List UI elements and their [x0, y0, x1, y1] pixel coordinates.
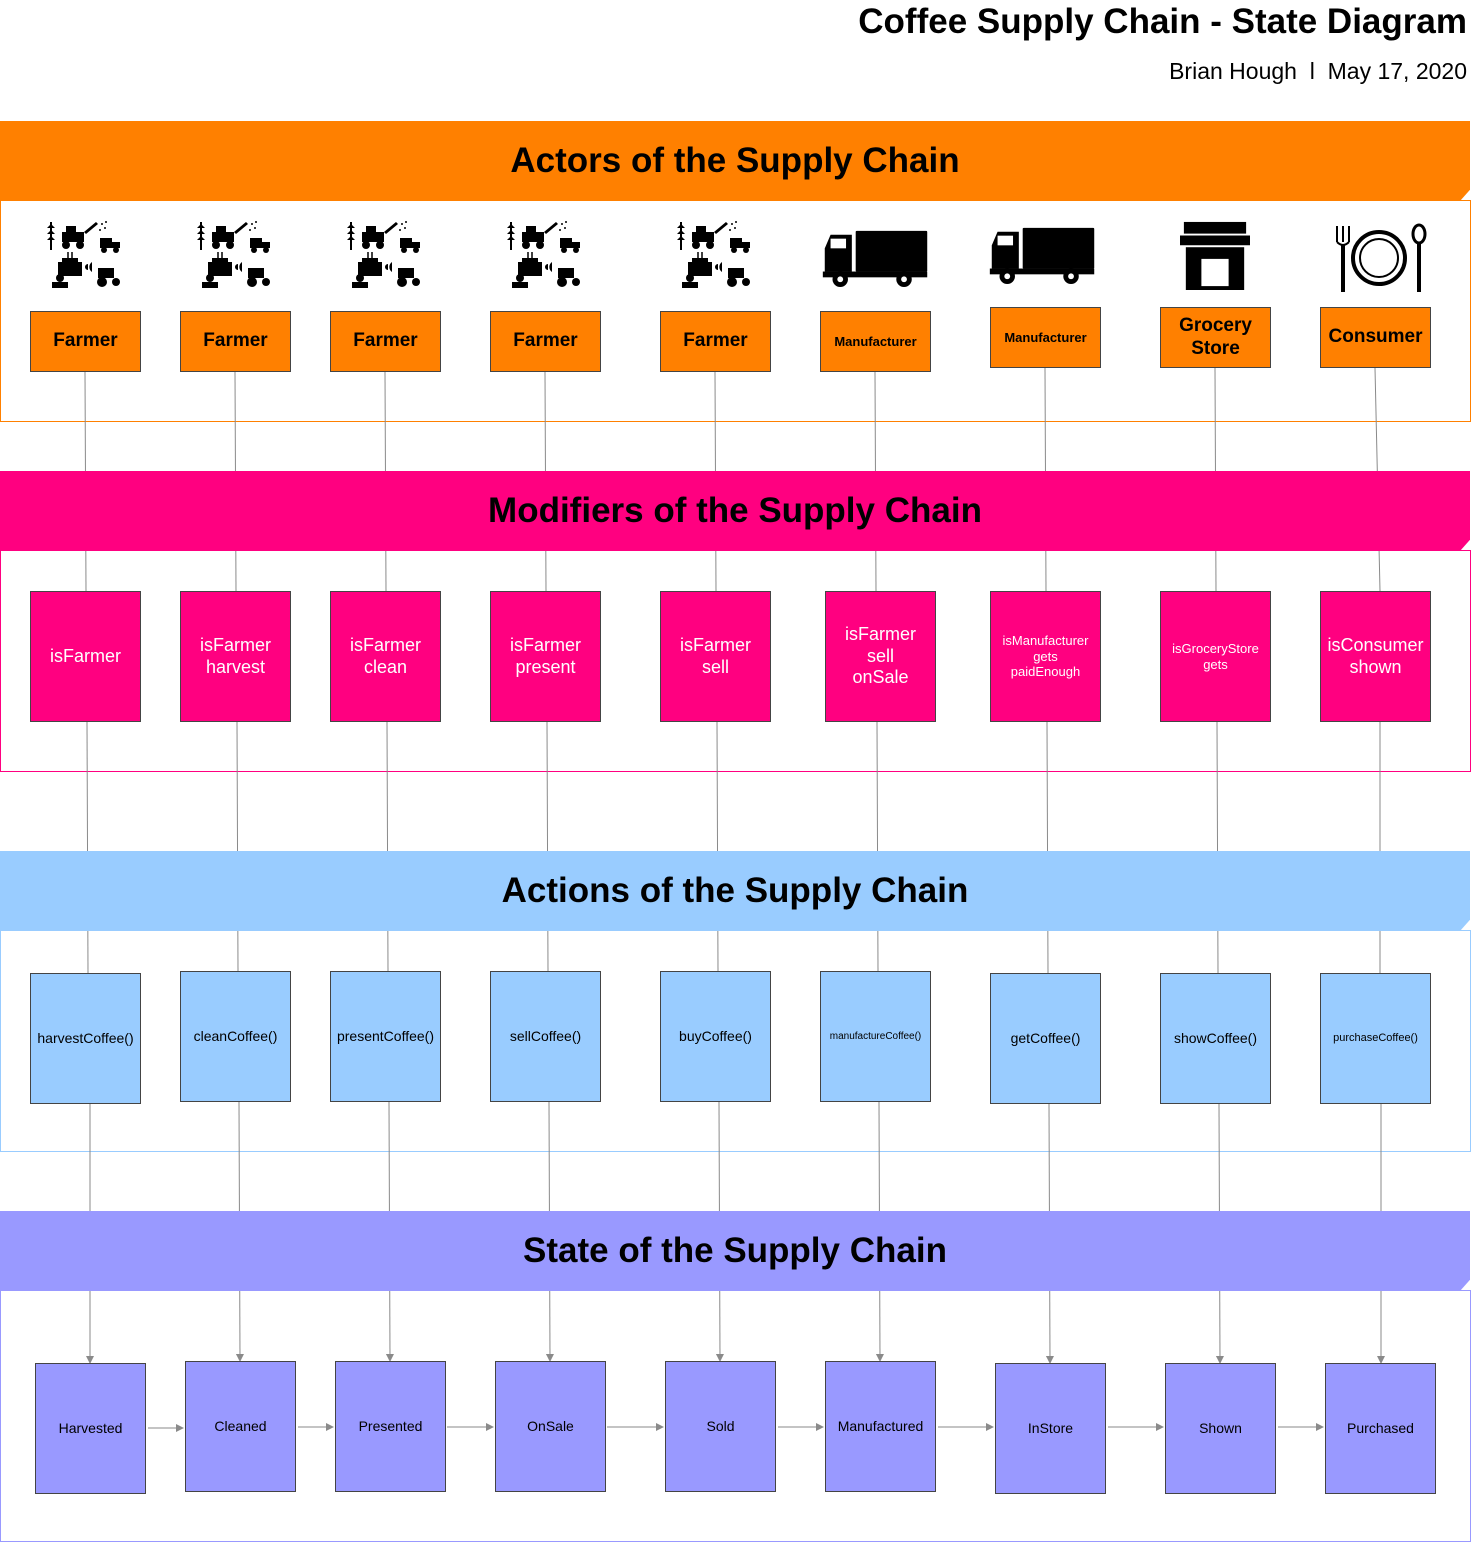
modifier-box: isFarmer sell [660, 591, 771, 722]
modifier-action-connector [546, 721, 549, 972]
state-box: Sold [665, 1361, 776, 1492]
diagram-byline: Brian Hough l May 17, 2020 [1169, 58, 1467, 85]
actor-box: Farmer [490, 311, 601, 372]
modifier-box: isManufacturer gets paidEnough [990, 591, 1101, 722]
modifier-action-connector [716, 721, 719, 972]
state-box: InStore [995, 1363, 1106, 1494]
modifier-box: isFarmer harvest [180, 591, 291, 722]
action-box: cleanCoffee() [180, 971, 291, 1102]
state-box: Presented [335, 1361, 446, 1492]
actions-section-header: Actions of the Supply Chain [0, 851, 1470, 931]
modifier-box: isFarmer clean [330, 591, 441, 722]
modifier-action-connector [236, 721, 239, 972]
truck-icon [989, 226, 1097, 289]
modifier-box: isFarmer sell onSale [825, 591, 936, 722]
modifier-box: isGroceryStore gets [1160, 591, 1271, 722]
farm-machinery-icon [504, 218, 584, 301]
plate-cutlery-icon [1331, 222, 1427, 299]
modifier-box: isFarmer [30, 591, 141, 722]
modifier-action-connector [1216, 721, 1219, 974]
actor-box: Farmer [330, 311, 441, 372]
state-box: Cleaned [185, 1361, 296, 1492]
diagram-date: May 17, 2020 [1327, 58, 1467, 84]
modifier-box: isConsumer shown [1320, 591, 1431, 722]
diagram-title: Coffee Supply Chain - State Diagram [858, 2, 1467, 41]
actor-box: Consumer [1320, 307, 1431, 368]
state-box: Purchased [1325, 1363, 1436, 1494]
farm-machinery-icon [674, 218, 754, 301]
actor-box: Farmer [30, 311, 141, 372]
author-name: Brian Hough [1169, 58, 1297, 84]
actors-section-header: Actors of the Supply Chain [0, 121, 1470, 201]
modifier-action-connector [86, 721, 89, 974]
actor-box: Grocery Store [1160, 307, 1271, 368]
action-box: purchaseCoffee() [1320, 973, 1431, 1104]
action-box: buyCoffee() [660, 971, 771, 1102]
action-box: manufactureCoffee() [820, 971, 931, 1102]
modifier-box: isFarmer present [490, 591, 601, 722]
truck-icon [822, 229, 930, 292]
farm-machinery-icon [344, 218, 424, 301]
action-box: presentCoffee() [330, 971, 441, 1102]
action-box: harvestCoffee() [30, 973, 141, 1104]
state-box: Harvested [35, 1363, 146, 1494]
actor-box: Manufacturer [820, 311, 931, 372]
states-section-header: State of the Supply Chain [0, 1211, 1470, 1291]
farm-machinery-icon [44, 218, 124, 301]
action-box: showCoffee() [1160, 973, 1271, 1104]
state-box: OnSale [495, 1361, 606, 1492]
actor-box: Farmer [660, 311, 771, 372]
farm-machinery-icon [194, 218, 274, 301]
modifier-action-connector [386, 721, 389, 972]
actor-box: Manufacturer [990, 307, 1101, 368]
modifier-action-connector [876, 721, 879, 972]
state-box: Shown [1165, 1363, 1276, 1494]
byline-separator: l [1309, 58, 1315, 84]
action-box: sellCoffee() [490, 971, 601, 1102]
action-box: getCoffee() [990, 973, 1101, 1104]
modifiers-section-header: Modifiers of the Supply Chain [0, 471, 1470, 551]
state-box: Manufactured [825, 1361, 936, 1492]
storefront-icon [1180, 220, 1250, 295]
modifier-action-connector [1046, 721, 1049, 974]
actor-box: Farmer [180, 311, 291, 372]
